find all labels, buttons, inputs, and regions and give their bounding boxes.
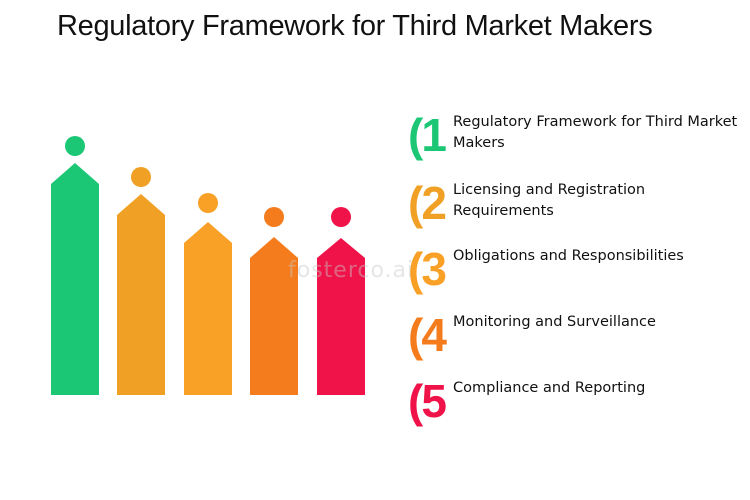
figure-head-2 bbox=[131, 167, 151, 187]
item-label-3: Obligations and Responsibilities bbox=[453, 248, 684, 264]
page-title: Regulatory Framework for Third Market Ma… bbox=[57, 10, 653, 42]
item-label-2: Licensing and Registration Requirements bbox=[453, 182, 646, 219]
item-label-1: Regulatory Framework for Third Market Ma… bbox=[453, 114, 738, 151]
watermark-logo: fosterco.ai bbox=[288, 258, 415, 283]
figure-head-3 bbox=[198, 193, 218, 213]
item-label-5: Compliance and Reporting bbox=[453, 380, 646, 396]
list-item-1: (1 Regulatory Framework for Third Market… bbox=[408, 110, 748, 164]
figure-head-1 bbox=[65, 136, 85, 156]
item-number-2: (2 bbox=[408, 177, 447, 229]
item-number-4: (4 bbox=[408, 309, 447, 361]
item-label-4: Monitoring and Surveillance bbox=[453, 314, 656, 330]
list-item-2: (2 Licensing and Registration Requiremen… bbox=[408, 178, 748, 232]
figure-body-1 bbox=[51, 163, 99, 395]
item-number-3: (3 bbox=[408, 243, 447, 295]
figure-head-4 bbox=[264, 207, 284, 227]
list-item-3: (3 Obligations and Responsibilities bbox=[408, 244, 748, 298]
item-number-1: (1 bbox=[408, 109, 447, 161]
figure-body-4 bbox=[250, 237, 298, 395]
item-number-5: (5 bbox=[408, 375, 447, 427]
figure-body-5 bbox=[317, 238, 365, 395]
figure-head-5 bbox=[331, 207, 351, 227]
figure-body-3 bbox=[184, 222, 232, 395]
list-item-4: (4 Monitoring and Surveillance bbox=[408, 310, 748, 364]
list-item-5: (5 Compliance and Reporting bbox=[408, 376, 748, 430]
figure-body-2 bbox=[117, 194, 165, 395]
